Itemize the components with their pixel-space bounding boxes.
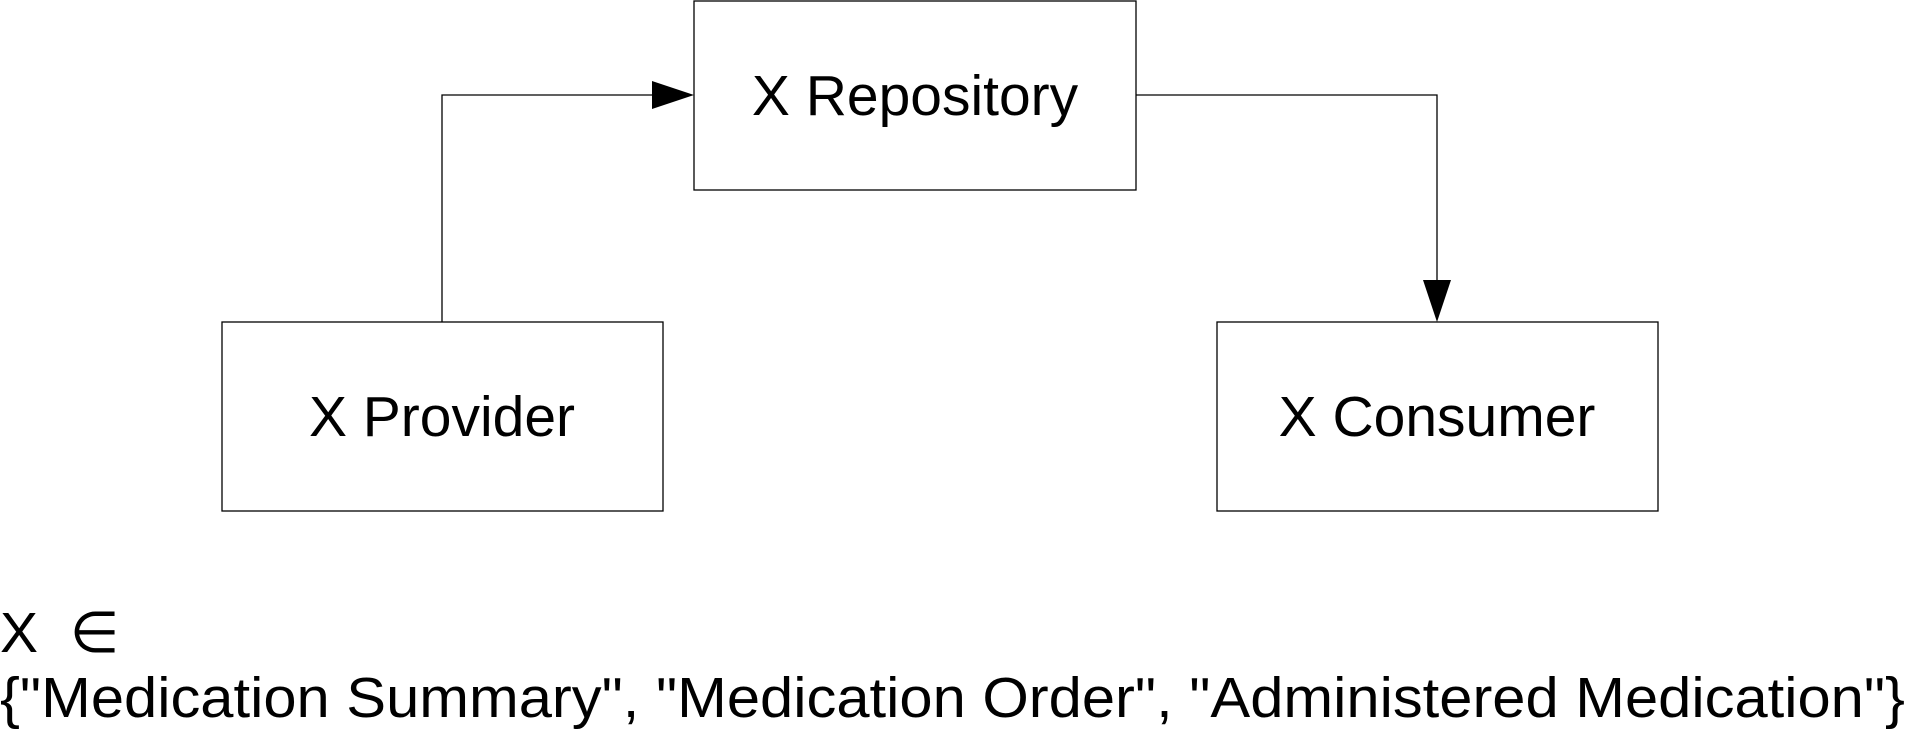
arrowhead-right-icon [652,81,694,109]
edge-line [1136,94,1438,282]
node-label: X Repository [752,64,1079,128]
edge-line [441,94,656,322]
node-box [221,321,664,512]
node-label: X Consumer [1279,385,1596,449]
node-provider: X Provider [221,321,664,512]
legend-line-1: X ∈ [0,601,119,665]
arrowhead-down-icon [1423,280,1451,322]
node-consumer: X Consumer [1216,321,1659,512]
legend-line-2: {"Medication Summary", "Medication Order… [0,666,1905,730]
node-box [1216,321,1659,512]
edge-provider-to-repository [441,81,694,322]
node-box [693,0,1137,191]
node-label: X Provider [309,385,575,449]
legend: X ∈ {"Medication Summary", "Medication O… [0,601,1905,730]
edge-repository-to-consumer [1136,94,1451,322]
node-repository: X Repository [693,0,1137,191]
